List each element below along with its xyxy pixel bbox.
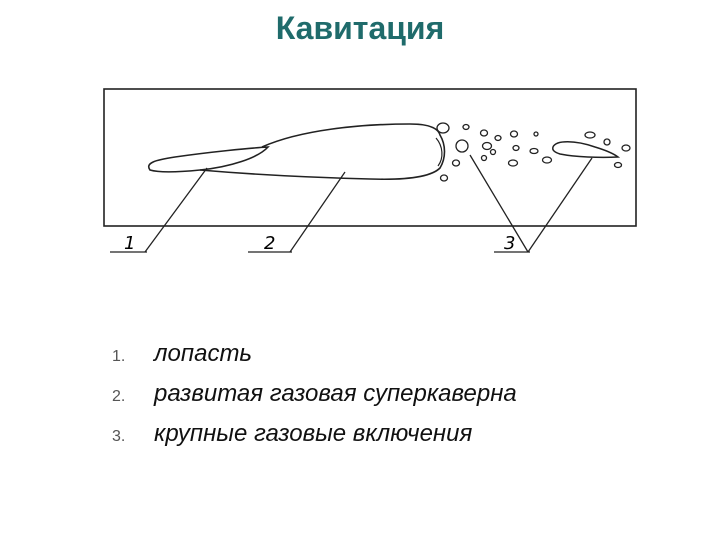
gas-bubbles [436,122,631,182]
list-number: 3. [112,428,126,445]
diagram-frame [103,88,637,227]
label-2: 2 [264,233,275,254]
legend-list: 1. лопасть 2. развитая газовая суперкаве… [112,340,517,460]
list-item: 1. лопасть [112,340,517,380]
list-item: 2. развитая газовая суперкаверна [112,380,517,420]
label-1: 1 [124,233,135,254]
secondary-blade-shape [552,141,621,159]
list-number: 2. [112,388,126,405]
page-title: Кавитация [275,10,445,46]
list-text: крупные газовые включения [154,420,473,447]
supercavity-tail [435,137,443,167]
label-3: 3 [504,233,515,254]
blade-shape [148,146,270,173]
leader-lines [110,154,593,253]
list-text: лопасть [154,340,253,367]
cavitation-diagram: 1 2 3 [103,88,637,254]
list-item: 3. крупные газовые включения [112,420,517,460]
list-number: 1. [112,348,126,365]
supercavity-shape [199,123,446,181]
list-text: развитая газовая суперкаверна [154,380,517,407]
